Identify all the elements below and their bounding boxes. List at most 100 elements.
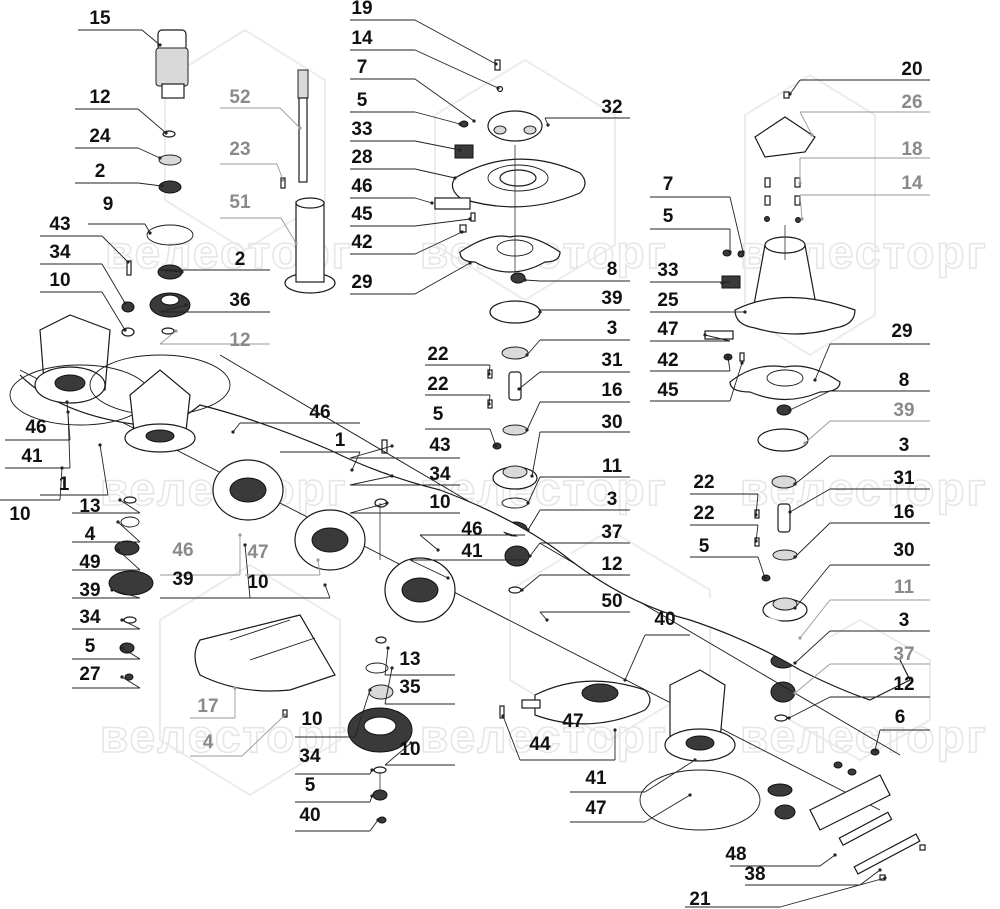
callout-7: 7 xyxy=(650,174,745,254)
callout-arrowhead xyxy=(120,646,124,650)
bolt-part xyxy=(381,439,388,454)
callout-41: 41 xyxy=(570,758,697,793)
callout-leader xyxy=(502,715,521,761)
callout-leader xyxy=(799,194,803,220)
callout-number: 34 xyxy=(299,746,321,767)
callout-leader xyxy=(101,235,129,263)
callout-number: 10 xyxy=(247,572,268,593)
callout-14: 14 xyxy=(799,173,930,221)
callout-number: 32 xyxy=(601,97,622,118)
bearing-part xyxy=(158,180,182,194)
callout-number: 7 xyxy=(663,174,674,195)
callout-number: 4 xyxy=(85,524,96,545)
callout-39: 39 xyxy=(803,400,930,445)
pinion-part xyxy=(774,804,796,820)
cutter-disc-2-part xyxy=(89,354,231,453)
clamp-part xyxy=(454,144,474,159)
callout-20: 20 xyxy=(788,59,930,96)
callout-21: 21 xyxy=(685,876,887,909)
callout-number: 39 xyxy=(79,580,100,601)
callout-number: 28 xyxy=(351,147,372,168)
callout-leader xyxy=(414,218,471,227)
callout-arrowhead xyxy=(810,133,814,137)
callout-leader xyxy=(317,559,321,576)
callout-arrowhead xyxy=(741,250,745,254)
callout-number: 21 xyxy=(689,889,711,909)
callout-leader xyxy=(137,147,161,159)
bearing-part xyxy=(771,475,797,489)
blade-part xyxy=(434,197,471,210)
callout-36: 36 xyxy=(159,290,270,313)
callout-number: 22 xyxy=(693,472,714,493)
callout-23: 23 xyxy=(220,139,285,182)
callout-leader xyxy=(409,559,449,579)
callout-number: 30 xyxy=(893,540,914,561)
callout-number: 12 xyxy=(893,674,914,695)
callout-number: 3 xyxy=(607,489,618,510)
callout-number: 46 xyxy=(172,540,193,561)
callout-leader xyxy=(159,304,187,313)
callout-arrowhead xyxy=(688,793,692,797)
callout-arrowhead xyxy=(525,428,529,432)
callout-leader xyxy=(779,877,886,908)
callout-arrowhead xyxy=(494,62,498,66)
callout-arrowhead xyxy=(793,482,797,486)
callout-number: 5 xyxy=(85,636,96,657)
callout-41: 41 xyxy=(409,541,525,580)
callout-number: 20 xyxy=(901,59,922,80)
cutter-disc-4-part xyxy=(294,509,366,571)
callout-leader xyxy=(159,269,183,273)
callout-number: 30 xyxy=(601,412,622,433)
callout-arrowhead xyxy=(233,686,237,690)
callout-arrowhead xyxy=(517,387,521,391)
callout-leader xyxy=(859,869,881,886)
top-cover-part xyxy=(754,116,816,158)
callout-number: 23 xyxy=(229,139,250,160)
callout-arrowhead xyxy=(526,528,530,532)
callout-46: 46 xyxy=(419,519,525,552)
callout-leader xyxy=(119,499,141,514)
callout-leader xyxy=(799,111,813,136)
callout-leader xyxy=(241,714,286,757)
callout-arrowhead xyxy=(281,178,285,182)
callout-leader xyxy=(117,521,141,543)
callout-4: 4 xyxy=(72,520,141,545)
callout-number: 1 xyxy=(59,474,70,495)
callout-arrowhead xyxy=(116,520,120,524)
callout-arrowhead xyxy=(123,328,127,332)
callout-arrowhead xyxy=(458,148,462,152)
callout-1: 1 xyxy=(280,430,361,472)
shaft-pin-part xyxy=(508,371,522,401)
callout-leader xyxy=(414,231,463,255)
callout-3: 3 xyxy=(526,489,630,532)
snap-ring-part xyxy=(375,636,387,644)
callout-arrowhead xyxy=(120,675,124,679)
callout-4: 4 xyxy=(190,713,287,757)
callout-number: 10 xyxy=(49,270,70,291)
callout-arrowhead xyxy=(148,231,152,235)
callout-arrowhead xyxy=(294,241,298,245)
callout-number: 10 xyxy=(9,504,30,525)
callout-number: 1 xyxy=(335,430,346,451)
callout-number: 40 xyxy=(654,609,675,630)
callout-leader xyxy=(279,107,301,129)
callout-leader xyxy=(117,549,141,571)
callout-46: 46 xyxy=(5,400,71,441)
callout-arrowhead xyxy=(65,400,69,404)
nut-part xyxy=(833,761,843,769)
callout-number: 37 xyxy=(601,522,622,543)
callout-3: 3 xyxy=(793,435,930,486)
callout-leader xyxy=(414,140,461,151)
callout-31: 31 xyxy=(788,468,930,514)
callout-46: 46 xyxy=(160,533,242,576)
callout-number: 19 xyxy=(351,0,372,19)
callout-42: 42 xyxy=(650,350,731,372)
callout-16: 16 xyxy=(525,380,630,432)
callout-number: 3 xyxy=(607,318,618,339)
callout-number: 39 xyxy=(601,288,622,309)
callout-arrowhead xyxy=(390,666,394,670)
callout-52: 52 xyxy=(220,87,302,130)
callout-arrowhead xyxy=(520,588,524,592)
callout-number: 26 xyxy=(901,92,922,113)
callout-number: 13 xyxy=(399,649,420,670)
